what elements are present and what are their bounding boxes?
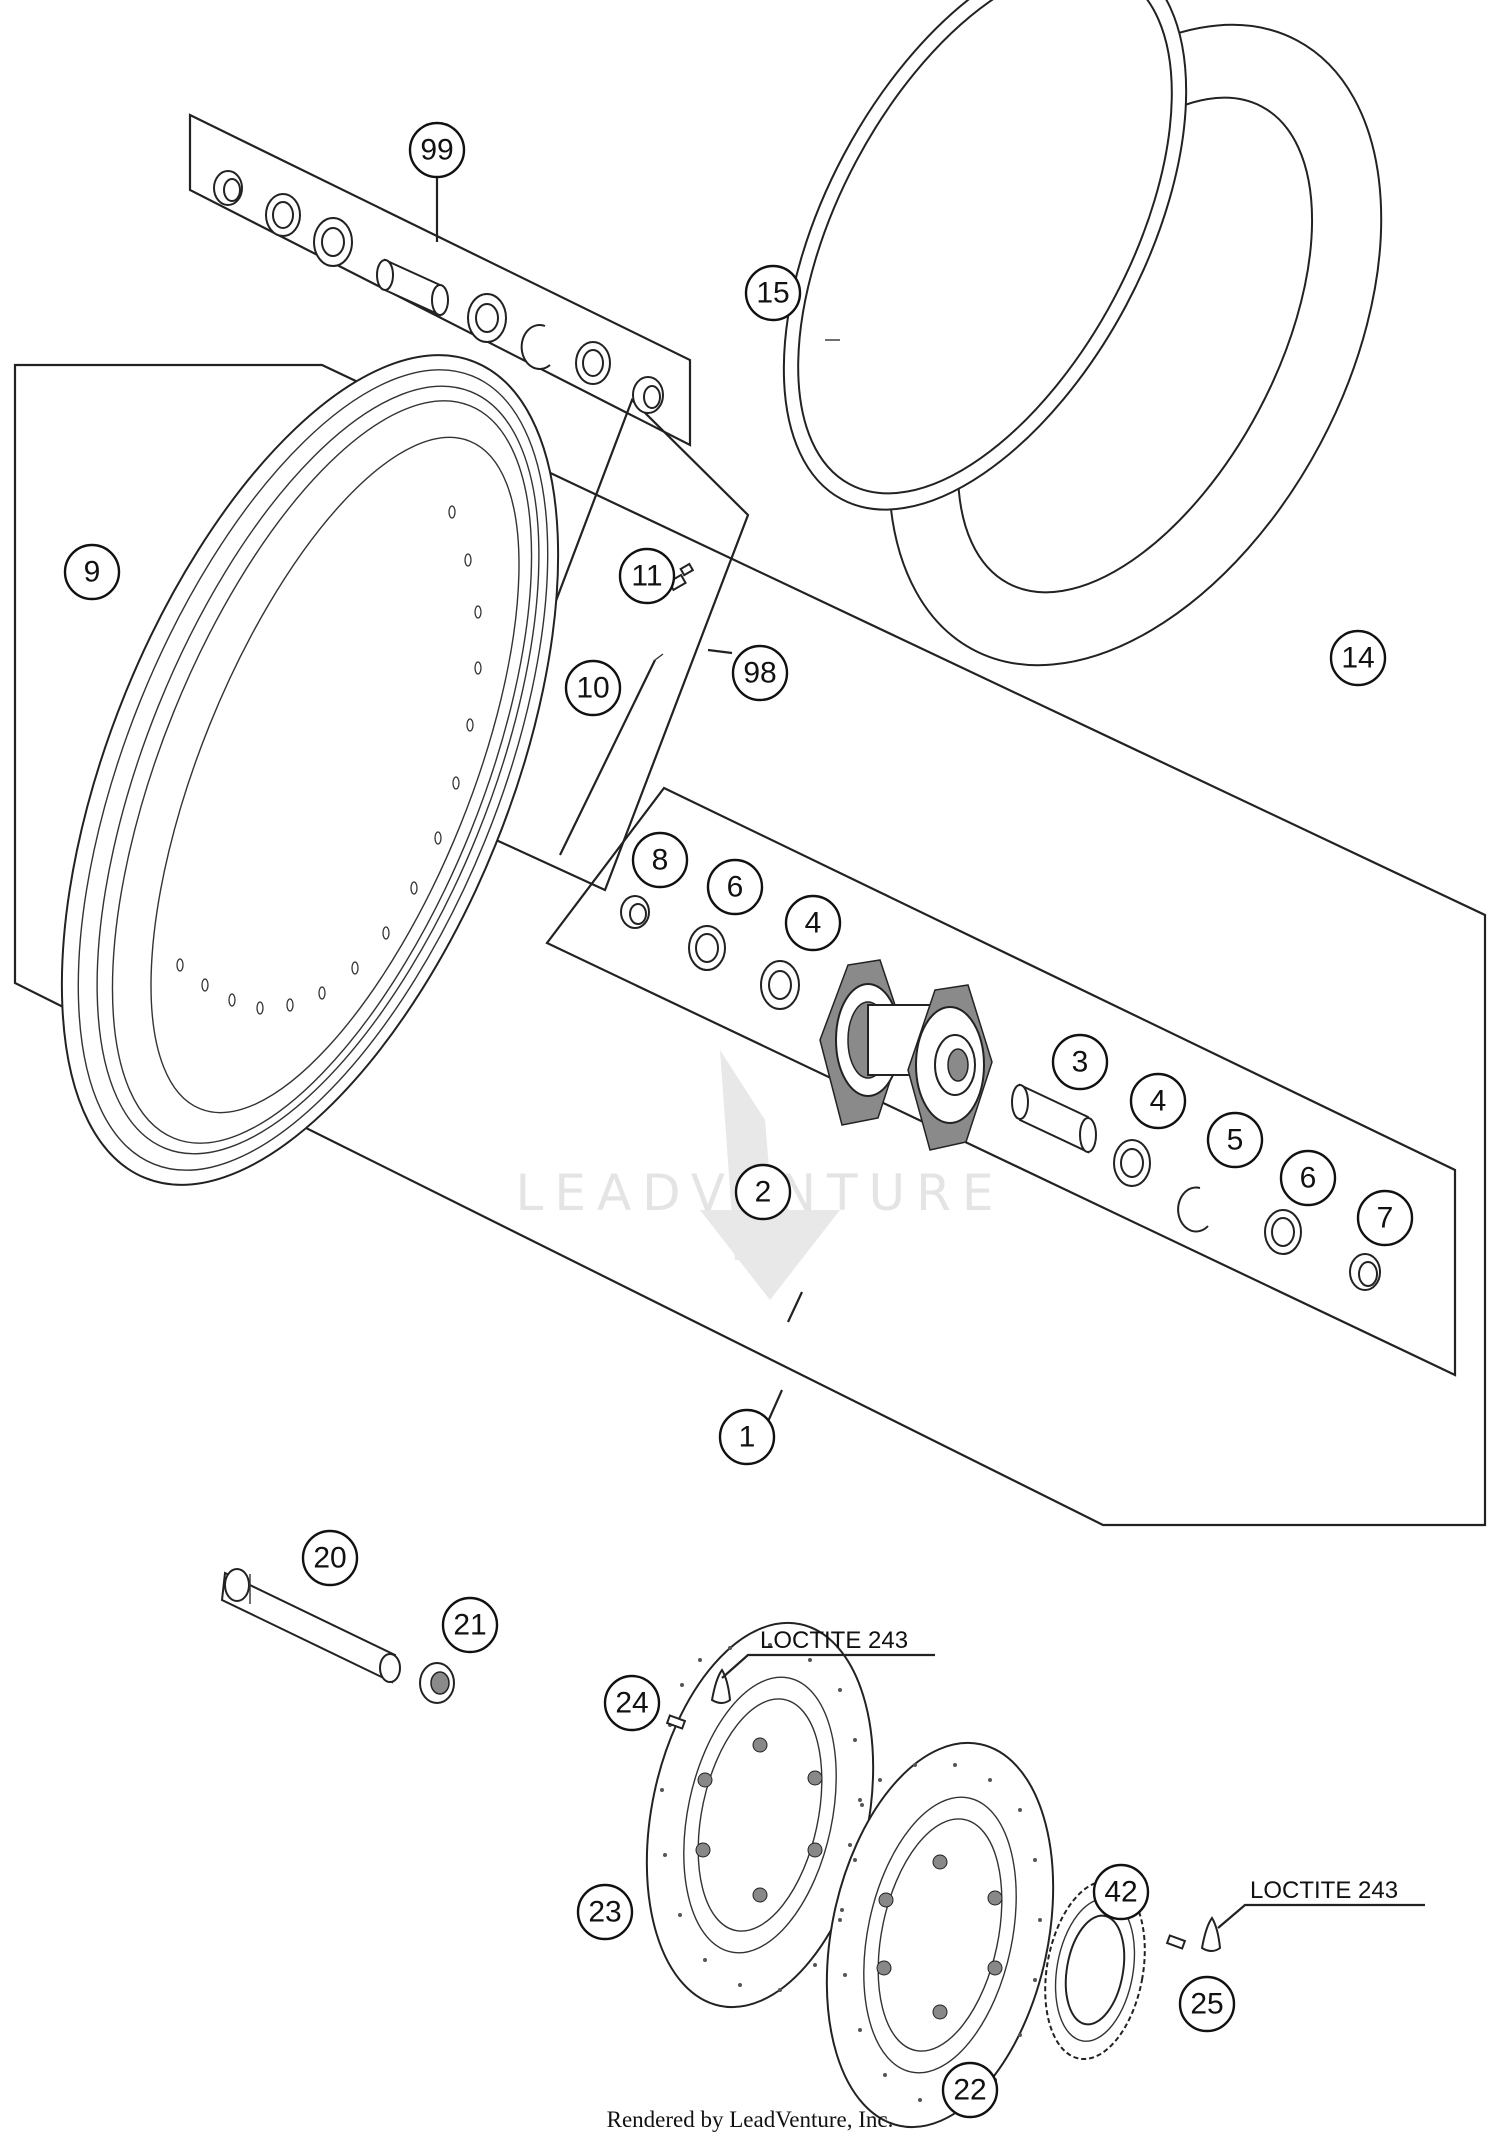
brake-disc-left: [645, 1621, 875, 2009]
callout-4b-text: 4: [1150, 1085, 1167, 1118]
callout-42: 42: [1092, 1863, 1150, 1921]
callout-1: 1: [718, 1408, 776, 1466]
callout-11-text: 11: [631, 560, 662, 593]
footer-credit: Rendered by LeadVenture, Inc.: [607, 2107, 894, 2132]
callout-8: 8: [631, 831, 689, 889]
callout-6a: 6: [706, 858, 764, 916]
callout-15: 15: [744, 264, 802, 322]
leader-lines: [435, 178, 1425, 1929]
callout-10-text: 10: [576, 672, 609, 705]
callout-14-text: 14: [1341, 642, 1374, 675]
callout-99-text: 99: [420, 134, 453, 167]
callout-1-text: 1: [739, 1421, 756, 1454]
loctite-note-left: LOCTITE 243: [760, 1627, 908, 1654]
callout-99: 99: [408, 121, 466, 179]
callout-10: 10: [564, 659, 622, 717]
callout-98-text: 98: [743, 657, 776, 690]
callout-24-text: 24: [615, 1687, 648, 1720]
callout-22: 22: [941, 2061, 999, 2119]
callout-8-text: 8: [652, 844, 669, 877]
screws: [665, 1714, 1187, 1950]
callout-23-text: 23: [588, 1896, 621, 1929]
tire-and-rim-band: [782, 0, 1383, 667]
bearing-kit-outline: [188, 113, 692, 447]
rim-spoke-holes: [176, 505, 482, 1015]
callout-23: 23: [576, 1883, 634, 1941]
hub-group-parts: [620, 895, 1381, 1291]
hub-group-outline: [545, 786, 1457, 1377]
abs-sensor-ring: [1044, 1879, 1146, 2061]
brake-disc-right: [825, 1741, 1055, 2129]
wheel-assembly-outline: [13, 363, 1487, 1527]
loctite-drops: [710, 1668, 1222, 1952]
callout-98: 98: [731, 644, 789, 702]
callout-24: 24: [603, 1674, 661, 1732]
callout-14: 14: [1329, 629, 1387, 687]
callout-25-text: 25: [1190, 1988, 1223, 2021]
callout-6b-text: 6: [1300, 1162, 1317, 1195]
callout-20: 20: [301, 1529, 359, 1587]
callout-2-text: 2: [755, 1176, 772, 1209]
bearing-kit-parts: [213, 170, 664, 414]
callout-20-text: 20: [313, 1542, 346, 1575]
callout-2: 2: [734, 1163, 792, 1221]
disc-bolt-holes: [695, 1737, 1003, 2020]
callout-22-text: 22: [953, 2074, 986, 2107]
callout-7: 7: [1356, 1189, 1414, 1247]
callout-9: 9: [63, 543, 121, 601]
callout-labels: 99 15 9 11 10 98 14 8 6 4 3 4 5 6 7 2 1 …: [63, 121, 1414, 2119]
callout-25: 25: [1178, 1975, 1236, 2033]
axle-and-spacer: [220, 1568, 455, 1704]
callout-6a-text: 6: [727, 871, 744, 904]
callout-4a-text: 4: [805, 907, 822, 940]
callout-3-text: 3: [1072, 1046, 1089, 1079]
callout-9-text: 9: [84, 556, 101, 589]
callout-5-text: 5: [1227, 1124, 1244, 1157]
callout-7-text: 7: [1377, 1202, 1394, 1235]
callout-42-text: 42: [1104, 1876, 1137, 1909]
callout-3: 3: [1051, 1033, 1109, 1091]
callout-21: 21: [441, 1596, 499, 1654]
callout-6b: 6: [1279, 1149, 1337, 1207]
callout-11: 11: [618, 547, 676, 605]
callout-15-text: 15: [756, 277, 789, 310]
loctite-note-right: LOCTITE 243: [1250, 1877, 1398, 1904]
callout-4a: 4: [784, 894, 842, 952]
callout-4b: 4: [1129, 1072, 1187, 1130]
callout-5: 5: [1206, 1111, 1264, 1169]
rim: [60, 354, 560, 1186]
callout-21-text: 21: [453, 1609, 486, 1642]
